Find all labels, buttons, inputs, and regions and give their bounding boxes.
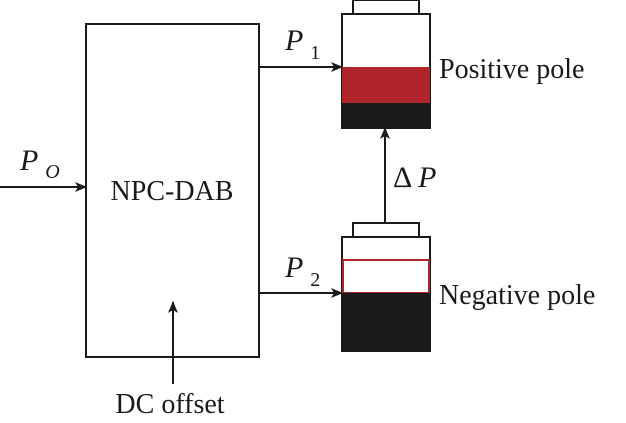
- p-o-label: P O: [19, 144, 60, 183]
- npc-dab-label: NPC-DAB: [111, 176, 234, 207]
- positive-pole-battery: [341, 0, 431, 129]
- positive-pole-label: Positive pole: [439, 54, 584, 85]
- dc-offset-label: DC offset: [115, 389, 224, 420]
- p-1-main: P: [284, 24, 303, 57]
- p-1-label: P 1: [284, 24, 320, 64]
- p-o-sub: O: [45, 161, 59, 183]
- delta-symbol: Δ: [393, 161, 412, 194]
- delta-p-main: P: [417, 161, 436, 194]
- negative-battery-terminal: [352, 222, 420, 238]
- positive-battery-red-charge: [342, 67, 430, 103]
- negative-battery-red-outline: [342, 259, 430, 294]
- negative-pole-battery: [341, 222, 431, 352]
- p-1-sub: 1: [310, 42, 320, 64]
- delta-p-label: Δ P: [393, 161, 436, 194]
- positive-battery-black-charge: [342, 103, 430, 128]
- positive-battery-terminal: [352, 0, 420, 15]
- p-2-label: P 2: [284, 251, 320, 291]
- p-o-main: P: [19, 144, 38, 177]
- p-2-main: P: [284, 251, 303, 284]
- negative-battery-black-charge: [342, 293, 430, 351]
- negative-pole-label: Negative pole: [439, 280, 595, 311]
- p-2-sub: 2: [310, 269, 320, 291]
